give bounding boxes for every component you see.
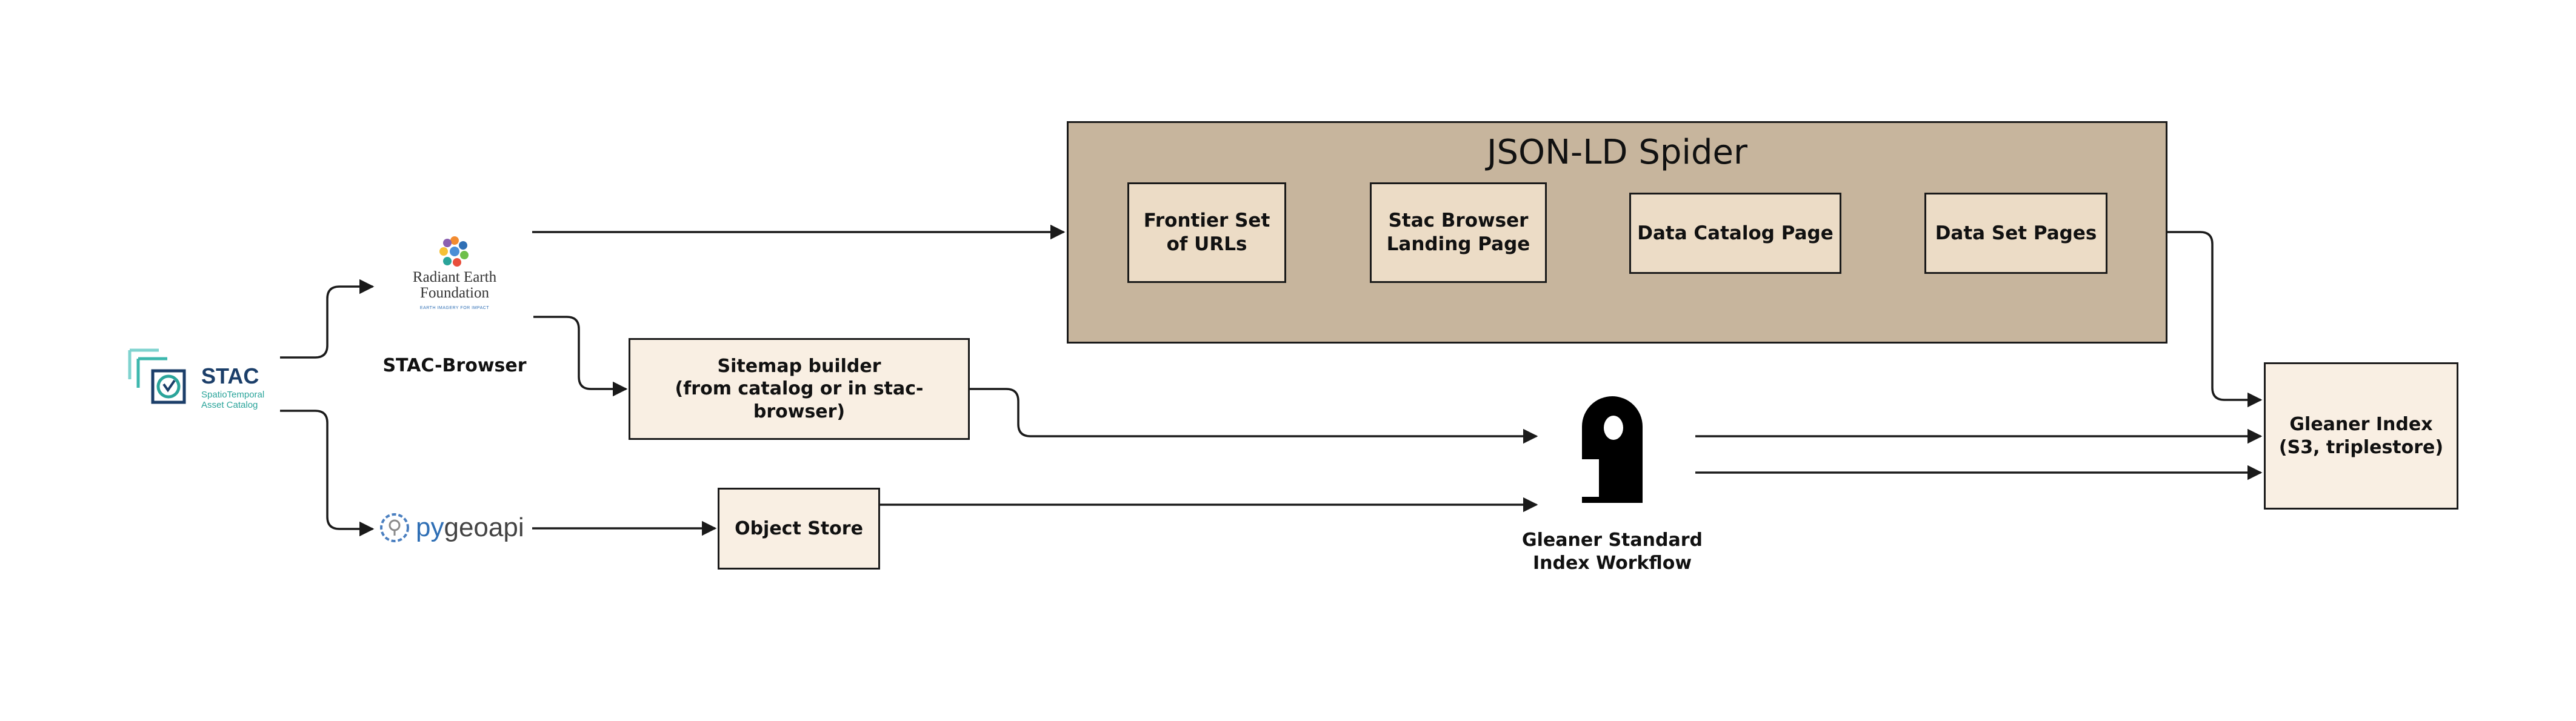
landing-page-box: Stac Browser Landing Page <box>1370 182 1547 283</box>
stac-logo: STAC SpatioTemporal Asset Catalog <box>127 347 279 413</box>
pygeoapi-logo-icon <box>380 513 409 542</box>
radiant-earth-logo-text: Radiant Earth Foundation <box>412 269 497 302</box>
edge-sitemap-to-workflow <box>970 388 1538 444</box>
stac-browser-label: STAC-Browser <box>382 355 527 376</box>
gleaner-workflow-label: Gleaner Standard Index Workflow <box>1522 530 1703 574</box>
edge-radiant-to-sitemap <box>533 316 628 397</box>
radiant-earth-logo-icon <box>439 236 469 267</box>
pygeoapi-suffix: geoapi <box>444 513 524 542</box>
edge-stac-to-radiant <box>280 279 375 359</box>
radiant-earth-logo: Radiant Earth Foundation EARTH IMAGERY F… <box>394 233 515 318</box>
gleaner-workflow-logo <box>1576 388 1643 509</box>
object-store-box: Object Store <box>718 488 880 570</box>
radiant-earth-tagline: EARTH IMAGERY FOR IMPACT <box>419 306 490 310</box>
frontier-set-box: Frontier Set of URLs <box>1127 182 1286 283</box>
stac-logo-title: STAC <box>201 364 259 388</box>
gleaner-logo-icon <box>1582 396 1643 503</box>
pygeoapi-prefix: py <box>416 513 444 542</box>
edge-stac-to-pygeoapi <box>280 410 375 537</box>
stac-logo-subtitle: SpatioTemporal Asset Catalog <box>201 390 265 410</box>
stac-logo-icon <box>128 348 186 404</box>
pygeoapi-logo: pygeoapi <box>376 509 533 548</box>
sitemap-builder-box: Sitemap builder (from catalog or in stac… <box>629 338 970 440</box>
data-catalog-box: Data Catalog Page <box>1629 193 1841 274</box>
gleaner-index-box: Gleaner Index (S3, triplestore) <box>2264 362 2458 510</box>
spider-title: JSON-LD Spider <box>1486 133 1748 172</box>
pygeoapi-logo-text: pygeoapi <box>416 513 524 543</box>
data-set-pages-box: Data Set Pages <box>1924 193 2107 274</box>
edge-datasets-to-index <box>2165 231 2263 408</box>
